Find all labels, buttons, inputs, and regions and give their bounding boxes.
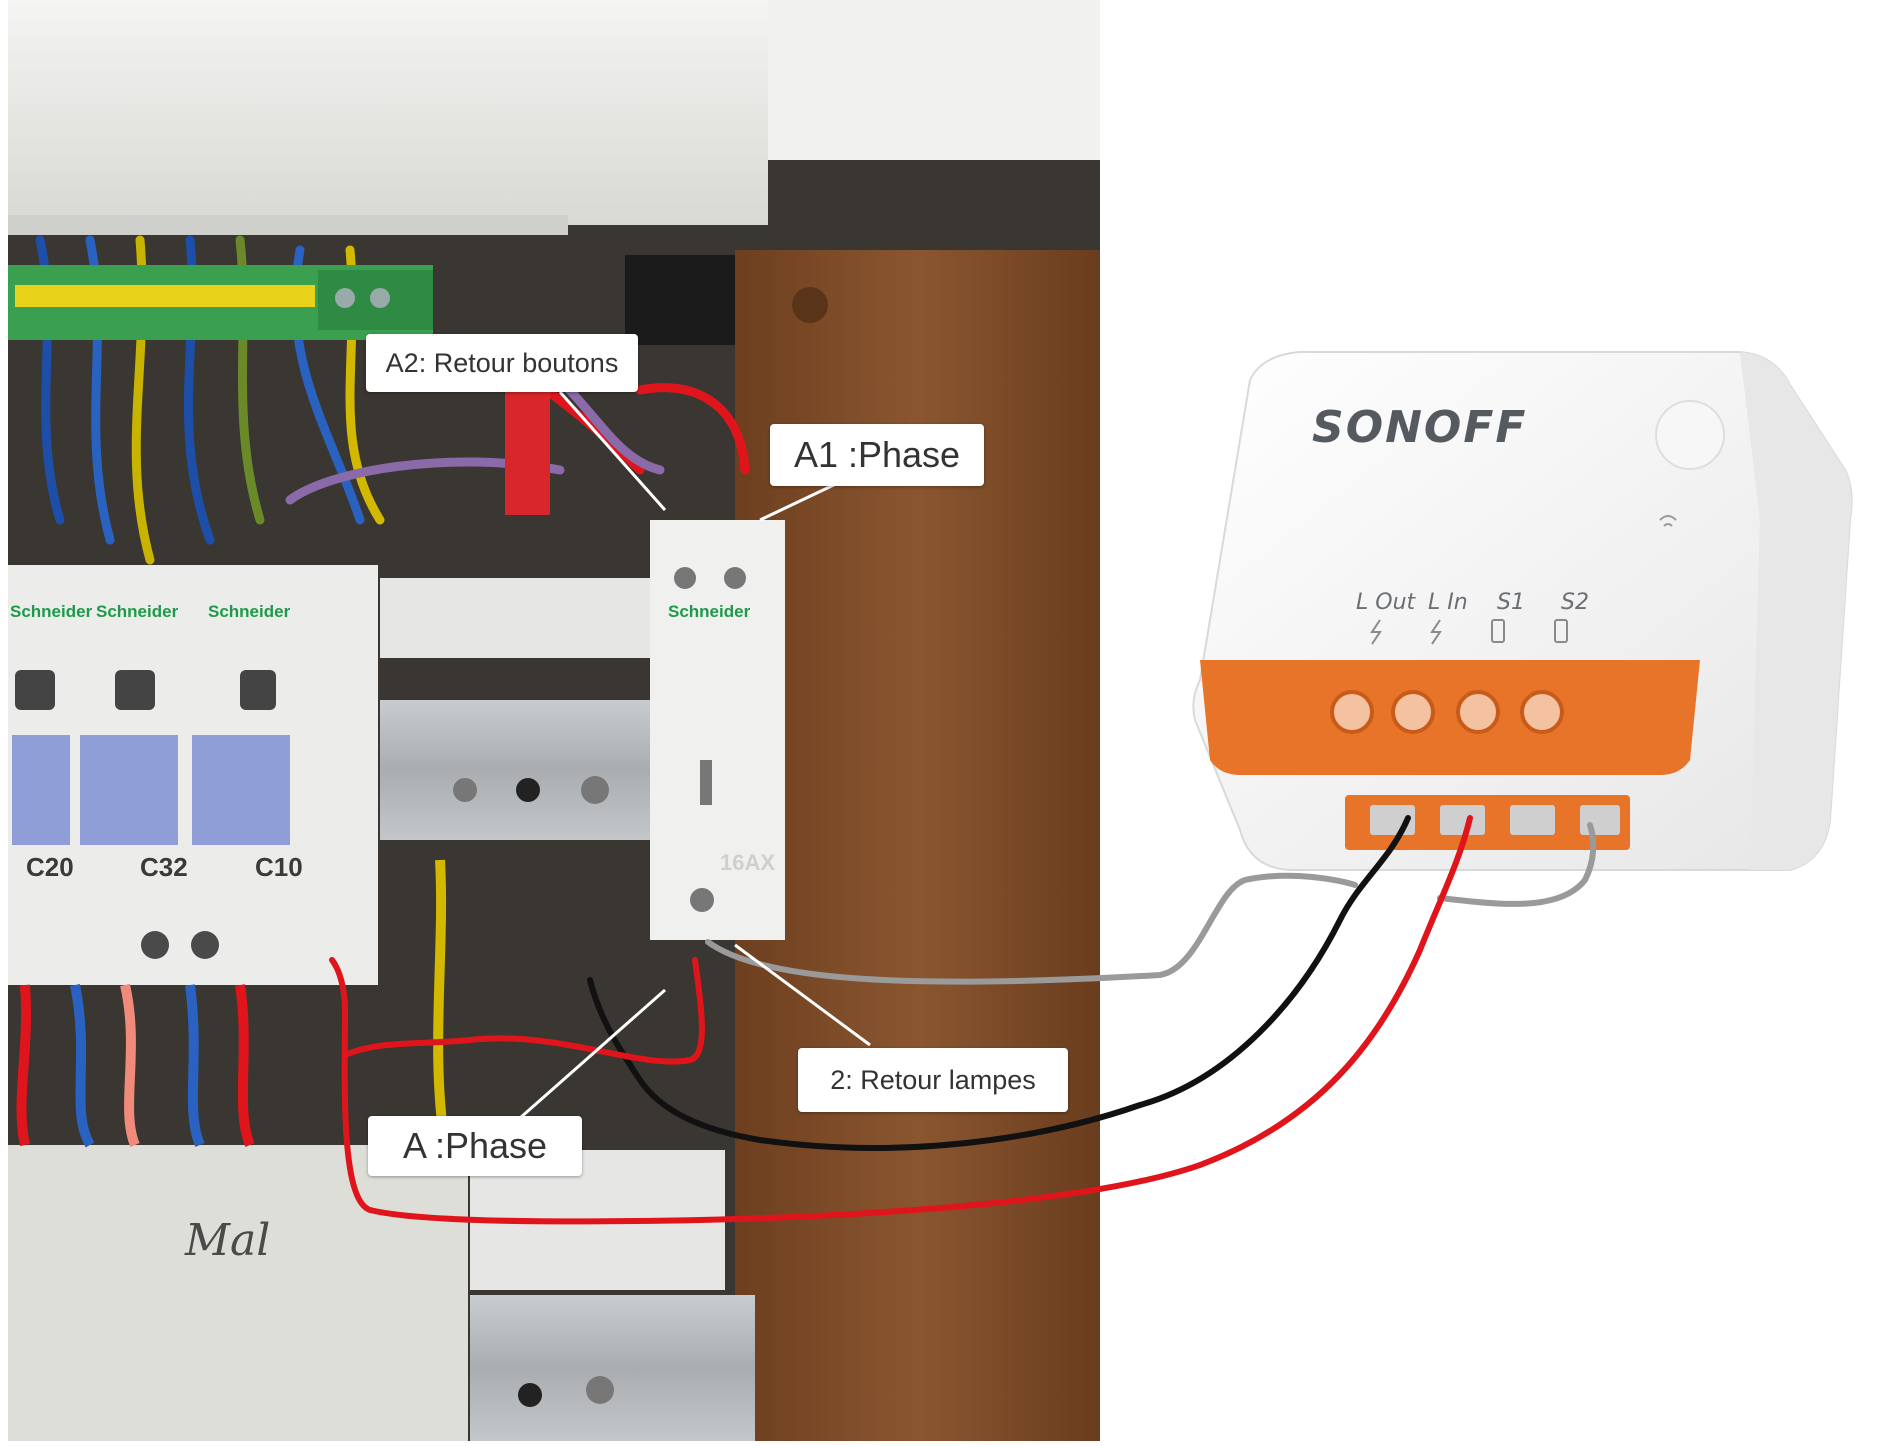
rail-screw	[581, 776, 609, 804]
maker-label: Schneider	[10, 602, 93, 621]
switch-icon	[1554, 619, 1568, 643]
panel-photo	[8, 0, 1100, 1441]
cable-trunking	[8, 0, 768, 225]
wifi-icon	[1659, 515, 1677, 527]
contactor-screw	[674, 567, 696, 589]
callout-a1-phase: A1 :Phase	[770, 424, 984, 486]
din-rail	[380, 700, 655, 840]
maker-label: Schneider	[208, 602, 291, 621]
contactor	[650, 520, 785, 940]
device-pair-button	[1655, 400, 1725, 470]
terminal-label-lin: L In	[1428, 590, 1468, 615]
pointer-a-phase	[519, 988, 666, 1120]
lower-din-rail	[470, 1295, 755, 1441]
breaker-rating-c20: C20	[26, 852, 74, 882]
maker-label: Schneider	[96, 602, 179, 621]
red-connector	[505, 385, 550, 515]
rail-hole	[516, 778, 540, 802]
sonoff-device	[1192, 351, 1853, 871]
red-wire-link	[342, 957, 705, 1065]
terminal-label-s2: S2	[1561, 590, 1589, 615]
callout-a2-retour-boutons: A2: Retour boutons	[366, 334, 638, 392]
pointer-retour-lampes	[734, 943, 871, 1047]
cable-gland	[625, 255, 735, 345]
bolt-icon	[1430, 619, 1442, 645]
breaker-rating-c10: C10	[255, 852, 303, 882]
trunking-edge	[8, 215, 568, 235]
device-orange-band	[1200, 660, 1700, 775]
bolt-icon	[1370, 619, 1382, 645]
rail-screw	[586, 1376, 614, 1404]
contactor-screw	[690, 888, 714, 912]
terminal-icons	[1370, 619, 1568, 645]
contactor-rating: 16AX	[720, 850, 776, 875]
pointer-a2	[558, 391, 667, 511]
device-screws	[1330, 690, 1564, 734]
terminal-label-s1: S1	[1497, 590, 1525, 615]
black-wire	[587, 815, 1411, 1151]
breaker-handles	[12, 735, 290, 845]
device-side	[1740, 352, 1852, 870]
pointer-a1	[759, 480, 841, 522]
terminal-screw	[335, 288, 355, 308]
rail-hole	[518, 1383, 542, 1407]
handwritten-note: Mal	[185, 1215, 271, 1266]
red-wire	[329, 815, 1473, 1225]
cable-trunking-right	[768, 0, 1100, 160]
earth-terminal-yellow	[15, 285, 315, 307]
terminal-label-lout: L Out	[1356, 590, 1416, 615]
contactor-switch	[700, 760, 712, 805]
device-terminal-slots	[1370, 805, 1620, 835]
maker-label: Schneider	[668, 602, 751, 621]
switch-icon	[1491, 619, 1505, 643]
breaker-terminals	[141, 931, 219, 959]
drawn-wires	[329, 815, 1597, 1225]
callout-a-phase: A :Phase	[368, 1116, 582, 1176]
contactor-screw	[724, 567, 746, 589]
callout-retour-lampes: 2: Retour lampes	[798, 1048, 1068, 1112]
sonoff-logo: SONOFF	[1312, 402, 1528, 453]
callout-pointers	[519, 391, 871, 1120]
lower-breakers	[8, 1145, 468, 1441]
device-terminal-strip	[1345, 795, 1630, 850]
din-blocks	[380, 578, 655, 658]
rail-screw	[453, 778, 477, 802]
grey-wire	[705, 822, 1597, 985]
lower-wires	[16, 859, 450, 1148]
terminal-screw	[370, 288, 390, 308]
breaker-rating-c32: C32	[140, 852, 188, 882]
breaker-dials	[15, 670, 276, 710]
wood-screw-hole	[792, 287, 828, 323]
